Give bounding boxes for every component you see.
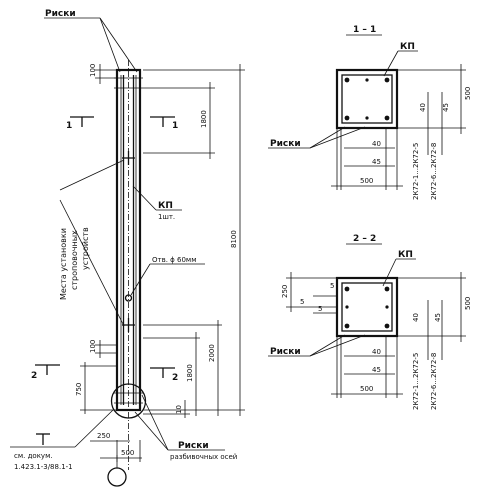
dim-1800-bottom: 1800 — [186, 364, 194, 382]
s2-dim-5-c: 5 — [318, 305, 322, 313]
section-1-title: 1 – 1 — [353, 25, 376, 35]
riski-top-label: Риски — [45, 9, 76, 19]
s2-dim-45-b: 45 — [372, 366, 381, 374]
dim-1800-top: 1800 — [200, 110, 208, 128]
dim-8100: 8100 — [230, 230, 238, 248]
s1-mark-b: 2К72-6...2К72-8 — [430, 143, 438, 200]
s1-dim-45-a: 45 — [442, 103, 450, 112]
axis-bubble — [107, 467, 127, 487]
section-mark-2-right: 2 — [172, 373, 178, 383]
dim-bottom-100: 100 — [89, 340, 97, 353]
section-2-title: 2 – 2 — [353, 234, 376, 244]
detail-circle — [110, 383, 147, 419]
reference-mark: см. докум. 1.423.1-3/88.1-1 — [10, 409, 114, 471]
sm-dokum-line-2: 1.423.1-3/88.1-1 — [14, 463, 73, 471]
mesta-line-3: устройств — [81, 227, 90, 270]
riski-section-1-label: Риски — [270, 139, 301, 149]
kp-side-label: КП — [158, 201, 173, 211]
dim-250-bottom: 250 — [97, 432, 110, 440]
dim-750: 750 — [75, 383, 83, 396]
s2-dim-40-b: 40 — [372, 348, 381, 356]
hole-label: Отв. ϕ 60мм — [152, 256, 196, 264]
section-mark-1-right: 1 — [172, 121, 178, 131]
lifting-point-lower — [122, 318, 135, 332]
section-mark-2-left: 2 — [31, 371, 37, 381]
dim-10: 10 — [175, 405, 183, 414]
s2-mark-a: 2К72-1...2К72-5 — [412, 353, 420, 410]
dim-500-bottom: 500 — [121, 449, 134, 457]
column-elevation — [107, 60, 147, 487]
hole-60mm — [124, 294, 133, 302]
sm-dokum-line-1: см. докум. — [14, 452, 53, 460]
s2-dim-500-side: 500 — [464, 297, 472, 310]
section-1-1: 1 – 1 КП 500 40 45 2К72-1...2К72-5 2К72-… — [268, 25, 472, 200]
s2-dim-5-a: 5 — [330, 282, 334, 290]
razbivochnykh-osey-label: разбивочных осей — [170, 453, 237, 461]
s1-dim-500-side: 500 — [464, 87, 472, 100]
mesta-line-2: строповочных — [70, 230, 79, 290]
mesta-line-1: Места установки — [59, 228, 68, 300]
dim-top-100: 100 — [89, 64, 97, 77]
kp-section-1-label: КП — [400, 42, 415, 52]
s2-dim-500-bottom: 500 — [360, 385, 373, 393]
lifting-point-upper — [122, 151, 135, 165]
section-2-2: 2 – 2 КП 250 5 5 5 500 40 45 2К72-1...2 — [268, 234, 472, 410]
kp-section-2-label: КП — [398, 250, 413, 260]
kp-count-label: 1шт. — [158, 213, 175, 221]
s2-dim-250: 250 — [281, 285, 289, 298]
s1-dim-500-bottom: 500 — [360, 177, 373, 185]
riski-section-2-label: Риски — [270, 347, 301, 357]
s2-dim-40-a: 40 — [412, 313, 420, 322]
s1-dim-40-a: 40 — [419, 103, 427, 112]
dim-2000: 2000 — [208, 344, 216, 362]
section-2-outline — [335, 276, 399, 338]
section-mark-2: 2 2 — [31, 364, 178, 383]
s1-dim-40-b: 40 — [372, 140, 381, 148]
s1-mark-a: 2К72-1...2К72-5 — [412, 143, 420, 200]
section-1-outline — [335, 68, 399, 130]
s2-dim-45-a: 45 — [434, 313, 442, 322]
s2-mark-b: 2К72-6...2К72-8 — [430, 353, 438, 410]
s1-dim-45-b: 45 — [372, 158, 381, 166]
riski-bottom-label: Риски — [178, 441, 209, 451]
section-mark-1: 1 1 — [66, 116, 178, 131]
section-mark-1-left: 1 — [66, 121, 72, 131]
s2-dim-5-b: 5 — [300, 298, 304, 306]
